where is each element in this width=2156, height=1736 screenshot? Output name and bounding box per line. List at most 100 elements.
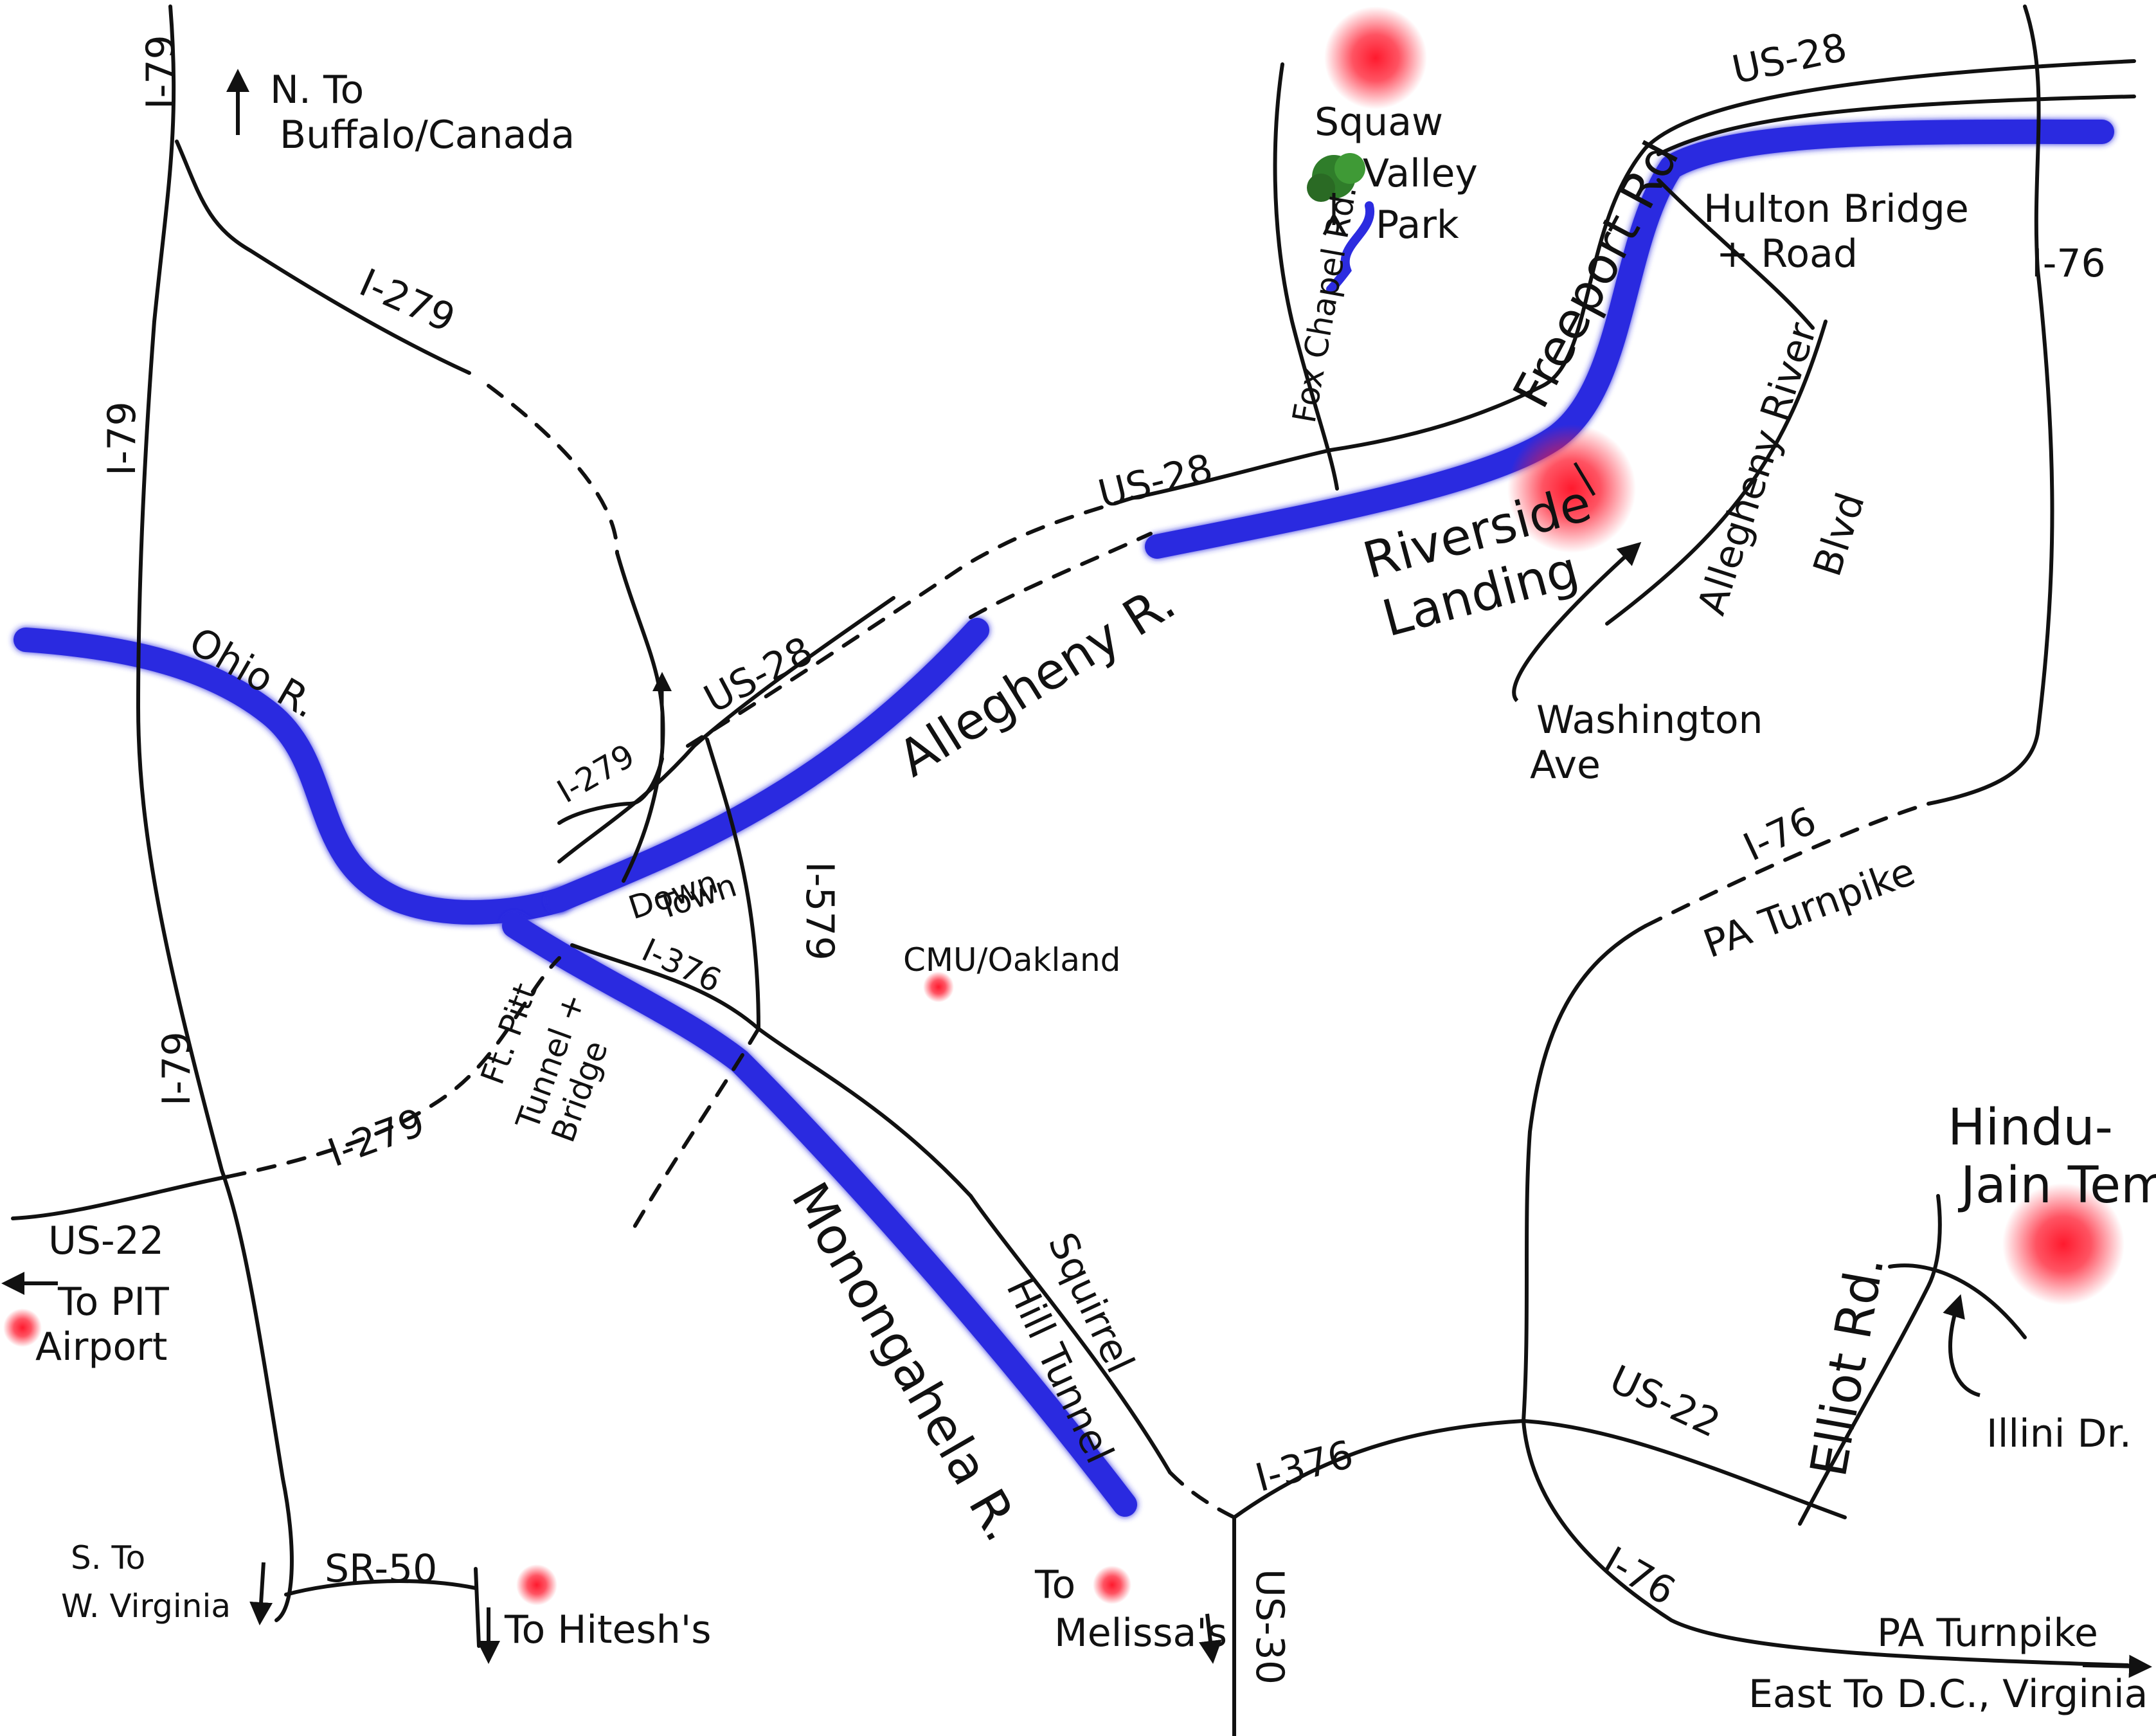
label-i279-loop: I-279 (551, 737, 641, 810)
us28-north-road (1329, 59, 2136, 452)
label-i376-city: I-376 (636, 931, 727, 1000)
us28-dashed (686, 496, 1133, 748)
washington-arrow-icon (1512, 541, 1642, 703)
i579-south-dashed (628, 1027, 760, 1236)
label-i579: I-579 (797, 862, 842, 961)
i76-south-road (1522, 1419, 2130, 1667)
east-arrow-icon (2082, 1654, 2152, 1678)
label-i79-mid: I-79 (100, 401, 145, 476)
label-us30: US-30 (1247, 1569, 1292, 1685)
label-i79-top: I-79 (138, 35, 183, 109)
label-us28-mid: US-28 (1094, 446, 1217, 517)
hulton-road (1657, 178, 1815, 330)
south-arrow-icon (249, 1562, 273, 1625)
label-i76-mid: I-76 (1737, 798, 1823, 870)
label-north-2: Buffalo/Canada (280, 113, 575, 158)
marker-airport (3, 1308, 42, 1347)
i76-west-road (1522, 924, 1648, 1423)
i79-road (136, 5, 294, 1622)
markers (3, 6, 2125, 1605)
marker-riverside-landing (1507, 424, 1636, 553)
label-illini-dr: Illini Dr. (1986, 1411, 2132, 1456)
elliot-rd (1798, 1194, 1942, 1526)
label-park-3: Park (1376, 203, 1459, 248)
allegheny-river-lower (547, 618, 989, 912)
label-park-2: Valley (1363, 151, 1478, 196)
label-elliot-rd: Elliot Rd. (1800, 1252, 1896, 1481)
monongahela-river (502, 914, 1137, 1517)
i76-dashed (1644, 802, 1930, 928)
label-us28-top: US-28 (1729, 25, 1851, 93)
us22-east-road (1522, 1419, 1847, 1519)
label-i76-north: I-76 (2031, 241, 2106, 286)
i279-south-dashed (226, 956, 561, 1179)
i279-ramp-road (557, 757, 664, 825)
i279-north-road (615, 551, 665, 883)
label-south-2: W. Virginia (61, 1587, 231, 1625)
roads (11, 5, 2136, 1736)
rivers (13, 119, 2114, 1517)
label-melissa-2: Melissa's (1054, 1611, 1227, 1656)
marker-cmu (923, 972, 954, 1002)
label-allegheny-river-blvd2: Blvd (1805, 487, 1874, 582)
sr50-stub (474, 1567, 481, 1648)
label-airport-2: Airport (35, 1325, 167, 1370)
squaw-valley-creek (1326, 201, 1375, 294)
tree-icon (1307, 153, 1365, 236)
label-temple-2: Jain Temple (1957, 1157, 2156, 1215)
label-i279-south: I-279 (322, 1100, 431, 1176)
i79-i279-connector (175, 140, 471, 375)
squirrel-hill-dashed (1168, 1470, 1236, 1519)
us28-mid-road (1129, 448, 1333, 500)
i279-north-dashed (487, 384, 619, 555)
label-us22-west: US-22 (48, 1218, 164, 1263)
us22-west-road (11, 1175, 230, 1220)
label-hitesh: To Hitesh's (504, 1607, 712, 1652)
allegheny-dashed (969, 532, 1153, 619)
us28-north-road-b (1657, 95, 2136, 156)
label-hulton-2: + Road (1716, 231, 1858, 276)
dashed-roads (226, 384, 1930, 1519)
street-labels: Fox Chapel Rd. Freeport Rd Hulton Bridge… (474, 132, 2132, 1481)
label-south-1: S. To (71, 1539, 145, 1577)
riverside-pointer (1573, 462, 1596, 496)
ohio-river (13, 628, 571, 925)
illini-dr (1888, 1263, 2027, 1339)
label-melissa-1: To (1034, 1562, 1075, 1607)
arrows (1, 69, 2152, 1678)
label-east: East To D.C., Virginia (1748, 1672, 2148, 1717)
melissa-arrow-icon (1199, 1613, 1222, 1664)
label-i279-north: I-279 (353, 260, 462, 342)
label-temple-1: Hindu- (1948, 1099, 2113, 1157)
marker-hindu-jain-temple (2002, 1183, 2125, 1305)
allegheny-river-blvd-road (1605, 320, 1828, 626)
us28-city-road (557, 596, 895, 863)
label-i376-east: I-376 (1251, 1432, 1358, 1501)
label-park-1: Squaw (1315, 100, 1443, 145)
label-us28-low: US-28 (697, 628, 820, 722)
label-us22-east: US-22 (1603, 1357, 1727, 1447)
squirrel-hill-road (969, 1194, 1172, 1474)
label-north-1: N. To (270, 68, 364, 113)
label-washington-1: Washington (1536, 698, 1763, 743)
label-sr50: SR-50 (325, 1546, 437, 1591)
marker-melissa (1093, 1566, 1131, 1604)
direction-labels: N. To Buffalo/Canada S. To W. Virginia E… (61, 68, 2148, 1717)
marker-squaw-valley (1324, 6, 1427, 109)
i376-east-road (1232, 1419, 1525, 1519)
i579-road (705, 737, 760, 1031)
label-hulton-1: Hulton Bridge (1703, 186, 1969, 231)
label-washington-2: Ave (1530, 743, 1601, 788)
label-cmu: CMU/Oakland (903, 941, 1120, 979)
label-i76-east: I-76 (1596, 1538, 1683, 1614)
sr50-road (284, 1579, 478, 1596)
label-airport-1: To PIT (57, 1279, 169, 1325)
label-fox-chapel-rd: Fox Chapel Rd. (1286, 183, 1364, 426)
label-i79-low: I-79 (154, 1031, 199, 1106)
illini-arrow-icon (1943, 1294, 1981, 1397)
label-pa-turnpike-mid: PA Turnpike (1698, 849, 1921, 967)
label-pa-turnpike-east: PA Turnpike (1877, 1611, 2098, 1656)
allegheny-river-upper (1145, 119, 2114, 559)
label-allegheny-river-blvd: Allegheny River (1689, 317, 1826, 620)
